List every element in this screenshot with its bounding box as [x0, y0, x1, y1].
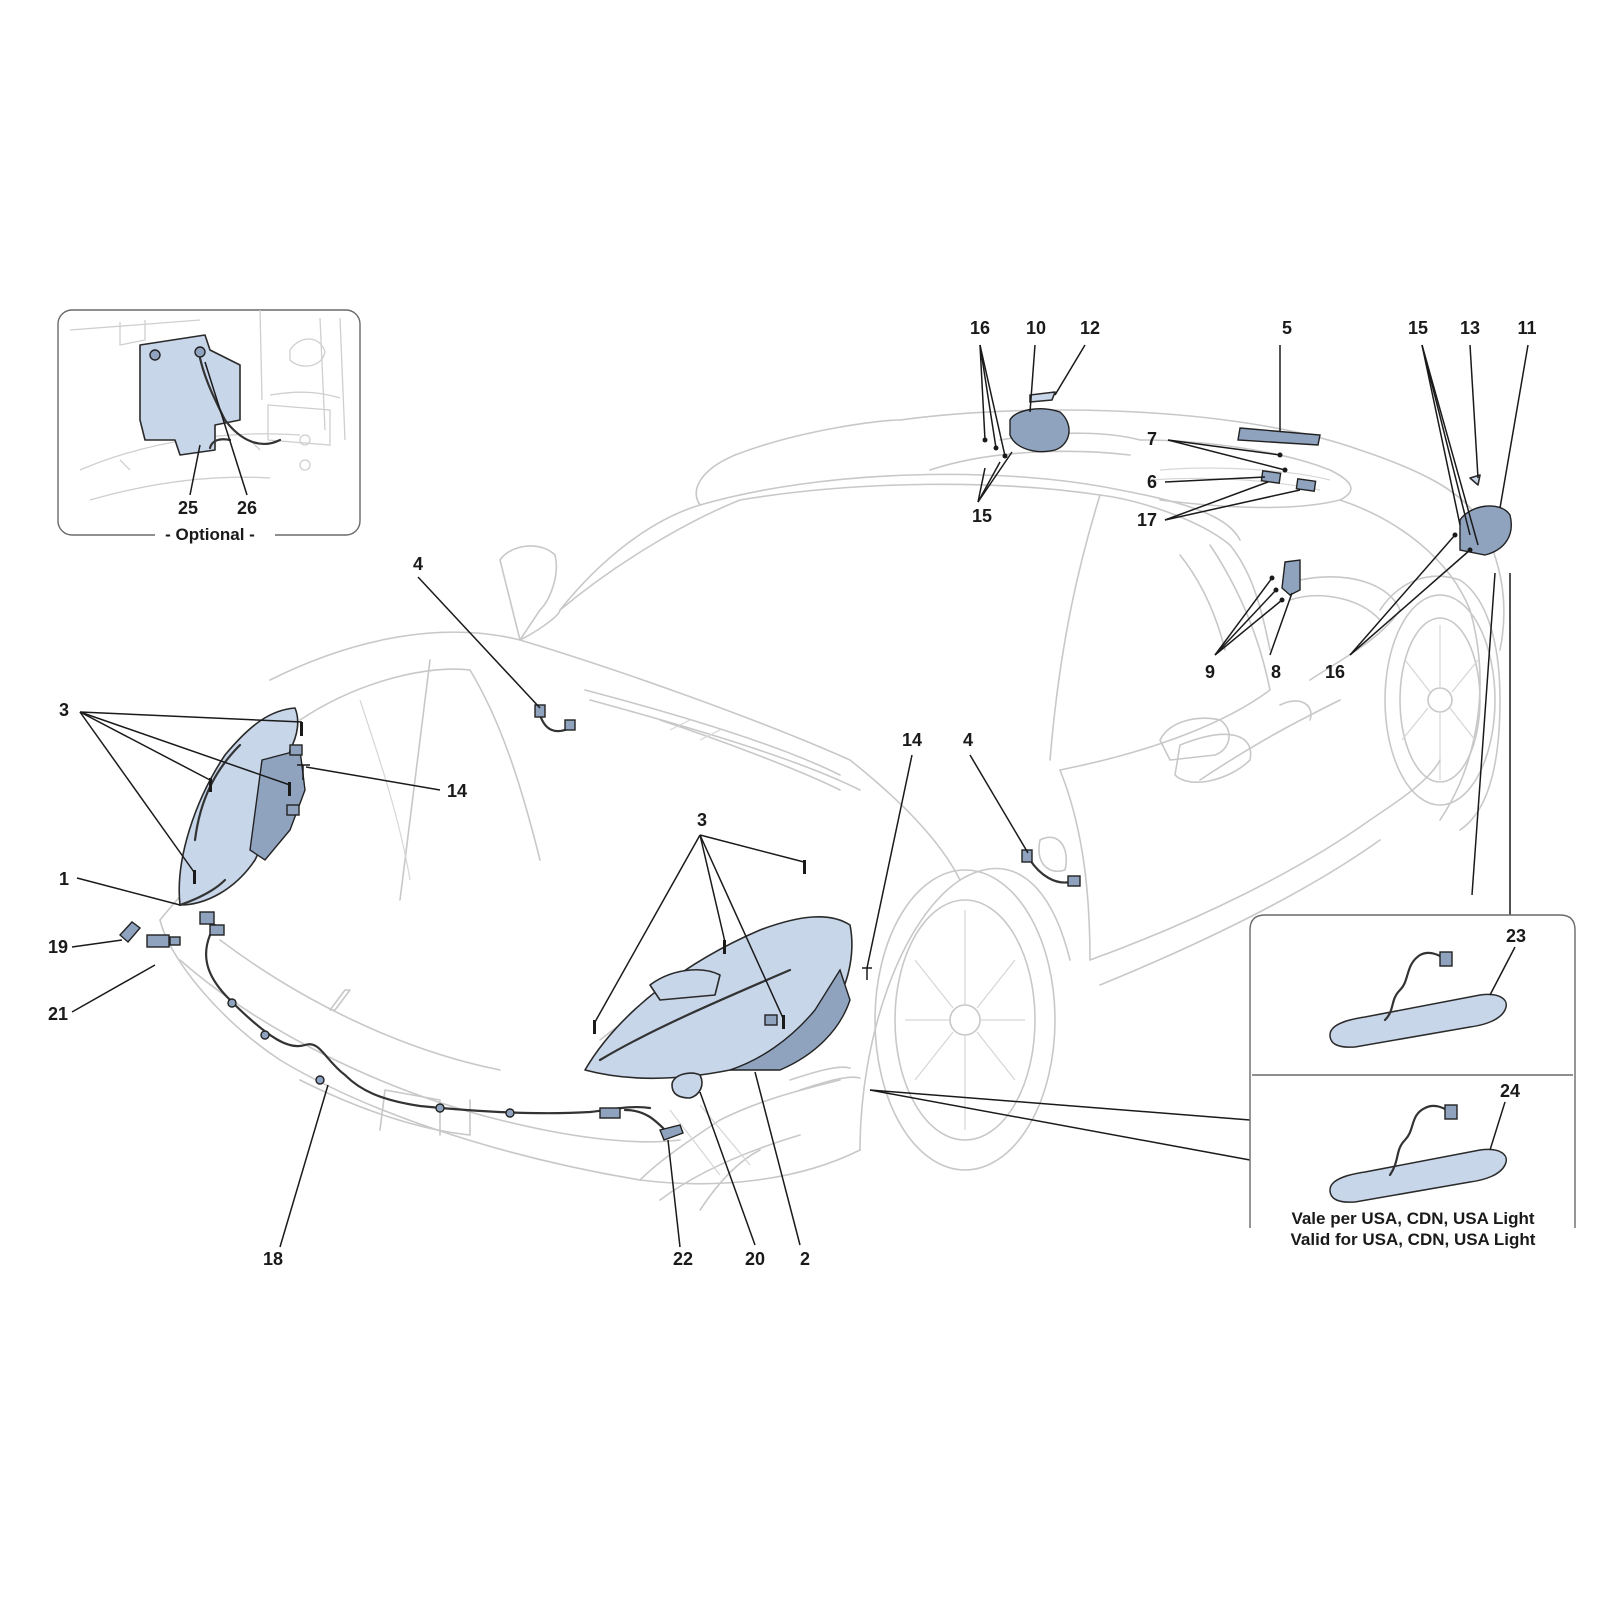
plate-lights	[1260, 470, 1317, 492]
callout-8: 8	[1271, 662, 1281, 682]
fog-light	[671, 1072, 703, 1099]
callout-1: 1	[59, 869, 69, 889]
callout-2: 2	[800, 1249, 810, 1269]
callout-6: 6	[1147, 472, 1157, 492]
inset-optional	[57, 309, 361, 546]
usa-caption-line2: Valid for USA, CDN, USA Light	[1291, 1230, 1536, 1249]
right-connectors	[599, 1107, 684, 1141]
callout-21: 21	[48, 1004, 68, 1024]
callout-19: 19	[48, 937, 68, 957]
car-outline	[159, 409, 1505, 1211]
callout-10: 10	[1026, 318, 1046, 338]
callout-16-right: 16	[1325, 662, 1345, 682]
callout-15-top: 15	[972, 506, 992, 526]
callout-3-right: 3	[697, 810, 707, 830]
callout-14-left: 14	[447, 781, 467, 801]
callout-5: 5	[1282, 318, 1292, 338]
third-brake-light	[1237, 427, 1321, 446]
callout-24: 24	[1500, 1081, 1520, 1101]
callout-13: 13	[1460, 318, 1480, 338]
rear-light-center	[1009, 391, 1070, 453]
callout-23: 23	[1506, 926, 1526, 946]
callout-12: 12	[1080, 318, 1100, 338]
callout-14-right: 14	[902, 730, 922, 750]
left-headlight	[178, 707, 306, 925]
washer-wires	[534, 704, 1081, 887]
callout-4-right: 4	[963, 730, 973, 750]
usa-caption-line1: Vale per USA, CDN, USA Light	[1291, 1209, 1534, 1228]
callout-25: 25	[178, 498, 198, 518]
callout-4-left: 4	[413, 554, 423, 574]
callout-22: 22	[673, 1249, 693, 1269]
callout-18: 18	[263, 1249, 283, 1269]
callout-7: 7	[1147, 429, 1157, 449]
callout-labels: 1 2 3 3 4 4 5 6 7 8 9 10 11 12 13 14 14 …	[48, 318, 1537, 1269]
callout-26: 26	[237, 498, 257, 518]
right-headlight	[584, 916, 853, 1080]
leader-lines	[71, 344, 1529, 1248]
front-harness	[205, 923, 652, 1118]
callout-11: 11	[1517, 318, 1536, 338]
callout-15-right: 15	[1408, 318, 1428, 338]
callout-16-top: 16	[970, 318, 990, 338]
optional-caption: - Optional -	[165, 525, 255, 544]
side-marker-bracket	[1281, 559, 1301, 596]
inset-usa	[1249, 914, 1576, 1228]
callout-9: 9	[1205, 662, 1215, 682]
callout-17: 17	[1137, 510, 1157, 530]
callout-3-left: 3	[59, 700, 69, 720]
screws-left	[193, 722, 310, 884]
left-connectors	[118, 921, 181, 948]
callout-20: 20	[745, 1249, 765, 1269]
